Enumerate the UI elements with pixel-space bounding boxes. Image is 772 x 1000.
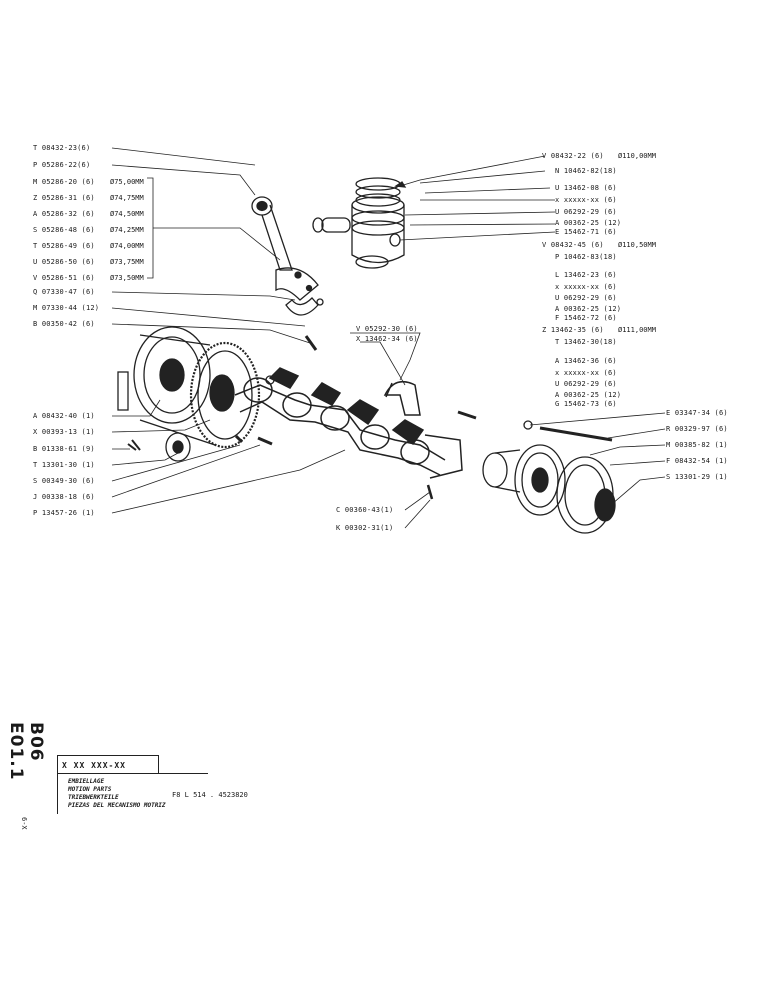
label-f08432: F 08432-54 (1) bbox=[666, 457, 728, 465]
label-n10462: N 10462-82(18) bbox=[555, 167, 617, 175]
dia-a05286: Ø74,50MM bbox=[110, 210, 144, 218]
label-r00329: R 00329-97 (6) bbox=[666, 425, 728, 433]
label-v08432b: V 08432-45 (6) bbox=[542, 241, 604, 249]
label-a00362a: A 00362-25 (12) bbox=[555, 219, 622, 227]
label-a00362b: A 00362-25 (12) bbox=[555, 305, 622, 313]
label-j00338: J 00338-18 (6) bbox=[33, 493, 95, 501]
label-e15462: E 15462-71 (6) bbox=[555, 228, 617, 236]
label-p05286: P 05286-22(6) bbox=[33, 161, 91, 169]
label-v05292: V 05292-30 (6) bbox=[356, 325, 418, 333]
label-xxb: x xxxxx-xx (6) bbox=[555, 283, 617, 291]
label-t13301: T 13301-30 (1) bbox=[33, 461, 95, 469]
label-m05286: M 05286-20 (6) bbox=[33, 178, 95, 186]
label-f15462: F 15462-72 (6) bbox=[555, 314, 617, 322]
label-u06292a: U 06292-29 (6) bbox=[555, 208, 617, 216]
label-z13462: Z 13462-35 (6) bbox=[542, 326, 604, 334]
title-line-de: TRIEBWERKTEILE bbox=[68, 794, 119, 801]
label-p13457: P 13457-26 (1) bbox=[33, 509, 95, 517]
label-m00385: M 00385-82 (1) bbox=[666, 441, 728, 449]
dia-v08432b: Ø110,50MM bbox=[618, 241, 656, 249]
dia-v05286: Ø73,50MM bbox=[110, 274, 144, 282]
label-u05286: U 05286-50 (6) bbox=[33, 258, 95, 266]
label-x00393: X 00393-13 (1) bbox=[33, 428, 95, 436]
label-s05286: S 05286-48 (6) bbox=[33, 226, 95, 234]
title-stars-box bbox=[57, 755, 159, 774]
label-k00302: K 00302-31(1) bbox=[336, 524, 394, 532]
label-g15462: G 15462-73 (6) bbox=[555, 400, 617, 408]
label-s00349: S 00349-30 (6) bbox=[33, 477, 95, 485]
label-t08432: T 08432-23(6) bbox=[33, 144, 91, 152]
title-line-es: PIEZAS DEL MECANISMO MOTRIZ bbox=[68, 802, 166, 809]
label-xxa: x xxxxx-xx (6) bbox=[555, 196, 617, 204]
dia-v08432a: Ø110,00MM bbox=[618, 152, 656, 160]
title-line-en: MOTION PARTS bbox=[68, 786, 112, 793]
label-u13462a: U 13462-08 (6) bbox=[555, 184, 617, 192]
label-v08432a: V 08432-22 (6) bbox=[542, 152, 604, 160]
label-s13301: S 13301-29 (1) bbox=[666, 473, 728, 481]
label-a08432: A 08432-40 (1) bbox=[33, 412, 95, 420]
label-q07330: Q 07330-47 (6) bbox=[33, 288, 95, 296]
dia-u05286: Ø73,75MM bbox=[110, 258, 144, 266]
label-t05286: T 05286-49 (6) bbox=[33, 242, 95, 250]
label-z05286: Z 05286-31 (6) bbox=[33, 194, 95, 202]
dia-z05286: Ø74,75MM bbox=[110, 194, 144, 202]
label-x13462: X 13462-34 (6) bbox=[356, 335, 418, 343]
label-a00362c: A 00362-25 (12) bbox=[555, 391, 622, 399]
title-frame bbox=[57, 773, 208, 814]
label-m07330: M 07330-44 (12) bbox=[33, 304, 100, 312]
label-c00360: C 00360-43(1) bbox=[336, 506, 394, 514]
label-xxc: x xxxxx-xx (6) bbox=[555, 369, 617, 377]
title-lines: EMBIELLAGE MOTION PARTS TRIEBWERKTEILE P… bbox=[68, 778, 166, 810]
label-v05286: V 05286-51 (6) bbox=[33, 274, 95, 282]
label-b00350: B 00350-42 (6) bbox=[33, 320, 95, 328]
side-code: B06 E01.1 bbox=[6, 722, 46, 781]
label-a05286: A 05286-32 (6) bbox=[33, 210, 95, 218]
dia-s05286: Ø74,25MM bbox=[110, 226, 144, 234]
title-stars: X XX XXX-XX bbox=[62, 761, 126, 770]
label-t13462: T 13462-30(18) bbox=[555, 338, 617, 346]
dia-t05286: Ø74,00MM bbox=[110, 242, 144, 250]
label-p10462: P 10462-83(18) bbox=[555, 253, 617, 261]
side-sub: 6-X bbox=[20, 817, 28, 830]
label-u06292b: U 06292-29 (6) bbox=[555, 294, 617, 302]
dia-z13462: Ø111,00MM bbox=[618, 326, 656, 334]
title-line-fr: EMBIELLAGE bbox=[68, 778, 105, 785]
label-a13462: A 13462-36 (6) bbox=[555, 357, 617, 365]
title-engine-ref: F8 L 514 . 4523820 bbox=[172, 791, 248, 799]
label-l13462: L 13462-23 (6) bbox=[555, 271, 617, 279]
title-side-block: B06 E01.1 6-X bbox=[6, 722, 48, 842]
label-u06292c: U 06292-29 (6) bbox=[555, 380, 617, 388]
label-b01338: B 01338-61 (9) bbox=[33, 445, 95, 453]
dia-m05286: Ø75,00MM bbox=[110, 178, 144, 186]
label-e03347: E 03347-34 (6) bbox=[666, 409, 728, 417]
